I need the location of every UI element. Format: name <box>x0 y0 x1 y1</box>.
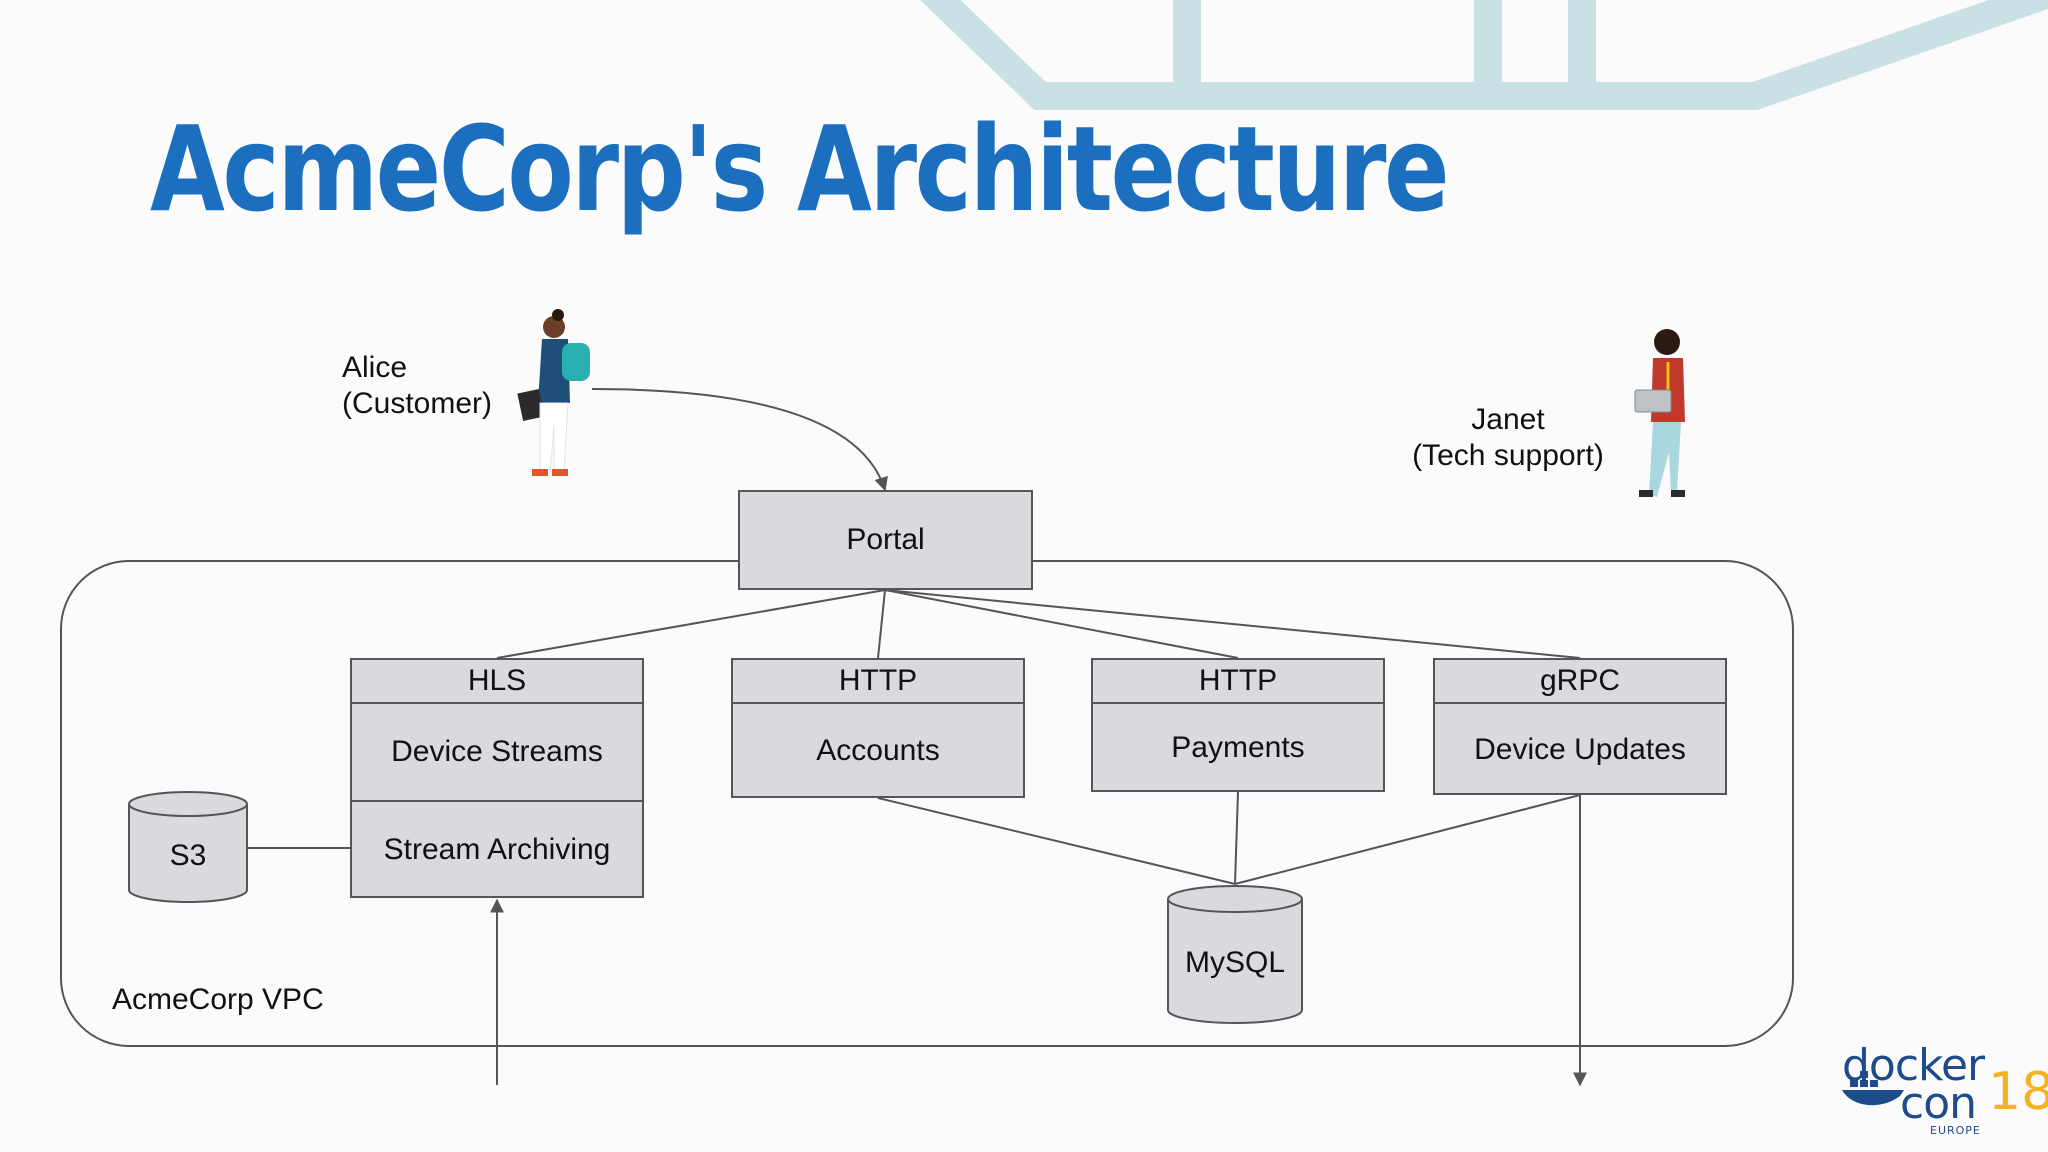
page-title: AcmeCorp's Architecture <box>150 100 1450 238</box>
service-hls: HLS Device Streams Stream Archiving <box>350 658 644 898</box>
service-protocol: HTTP <box>733 660 1023 704</box>
portal-box: Portal <box>738 490 1033 590</box>
person-with-backpack-icon <box>517 309 590 476</box>
alice-label: Alice (Customer) <box>342 350 492 422</box>
service-accounts: HTTP Accounts <box>731 658 1025 798</box>
dockercon-logo: docker con 18 EUROPE <box>1838 1040 2048 1140</box>
service-name: Payments <box>1171 731 1305 764</box>
s3-label: S3 <box>169 839 207 872</box>
logo-word-con: con <box>1900 1078 1977 1129</box>
vpc-label: AcmeCorp VPC <box>112 983 324 1016</box>
logo-year: 18 <box>1988 1062 2048 1122</box>
service-payments: HTTP Payments <box>1091 658 1385 792</box>
portal-connections <box>496 589 1581 659</box>
service-subcomponent: Stream Archiving <box>383 833 611 866</box>
logo-word-docker: docker <box>1842 1040 1985 1091</box>
s3-cylinder <box>128 791 248 903</box>
service-protocol: HLS <box>352 660 642 704</box>
janet-name: Janet <box>1471 403 1545 436</box>
mysql-cylinder <box>1167 885 1303 1024</box>
docker-whale-icon <box>1842 1071 1904 1106</box>
vpc-boundary <box>60 560 1794 1047</box>
janet-role: (Tech support) <box>1412 439 1604 472</box>
person-with-laptop-icon <box>1634 329 1685 497</box>
service-device-updates: gRPC Device Updates <box>1433 658 1727 795</box>
service-protocol: gRPC <box>1435 660 1725 704</box>
janet-label: Janet (Tech support) <box>1408 402 1608 474</box>
service-name: Device Updates <box>1474 733 1686 766</box>
decorative-background-lines <box>920 0 2048 110</box>
alice-role: (Customer) <box>342 387 493 420</box>
mysql-connections <box>877 791 1581 885</box>
alice-to-portal-arrow <box>591 388 888 492</box>
alice-name: Alice <box>342 351 408 384</box>
service-name: Device Streams <box>352 704 642 802</box>
mysql-label: MySQL <box>1184 946 1286 979</box>
service-name: Accounts <box>816 734 940 767</box>
logo-region: EUROPE <box>1930 1124 1981 1137</box>
service-protocol: HTTP <box>1093 660 1383 704</box>
